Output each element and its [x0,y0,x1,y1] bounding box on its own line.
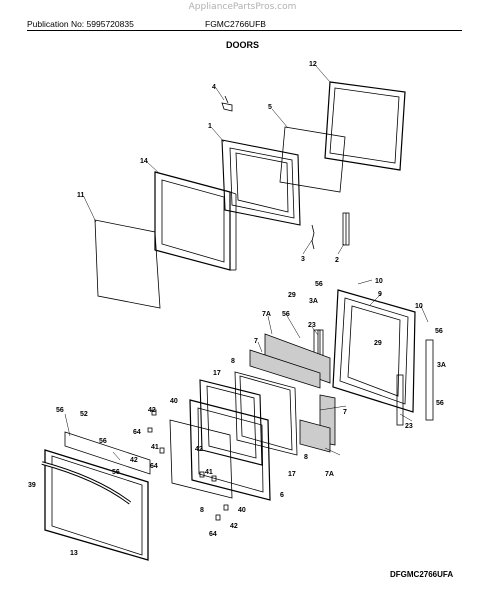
part-14-door-panel [154,171,237,271]
callout-5: 5 [268,104,272,111]
callout-11: 11 [77,192,85,199]
callout-12: 12 [309,61,317,68]
part-9-inner-liner [332,289,416,413]
part-23-hinge-lower [396,374,404,426]
callout-29-mid: 29 [374,340,382,347]
callout-8-upper: 8 [231,358,235,365]
part-11-glass [94,219,161,309]
model-number: FGMC2766UFB [205,19,266,29]
callout-56-top: 56 [315,281,323,288]
part-5-glass [279,126,346,193]
callout-42-upper: 42 [148,407,156,414]
callout-40-upper: 40 [170,398,178,405]
part-7-gasket [249,349,321,389]
callout-56-mid: 56 [282,311,290,318]
section-title: DOORS [225,40,259,50]
callout-41-upper: 41 [151,444,159,451]
callout-39: 39 [28,482,36,489]
callout-3A-top: 3A [309,298,318,305]
part-7A-insulation-lower [299,419,331,453]
callout-23-upper: 23 [308,322,316,329]
callout-7-right: 7 [343,409,347,416]
part-42-clip-a [151,409,157,416]
callout-52: 52 [80,411,88,418]
part-6-door-assembly [189,399,271,501]
callout-42-left: 42 [130,457,138,464]
part-8-glass-upper [234,371,298,456]
callout-56-right: 56 [435,328,443,335]
part-41-clip-a [159,447,165,454]
callout-41-lower: 41 [205,469,213,476]
part-2-hinge [342,212,350,246]
callout-2: 2 [335,257,339,264]
publication-number: Publication No: 5995720835 [27,19,134,29]
callout-9: 9 [378,291,382,298]
callout-56-right-lower: 56 [436,400,444,407]
part-41-clip-b [211,475,217,482]
callout-13: 13 [70,550,78,557]
part-3A-bracket-right [425,339,434,421]
callout-42-lower: 42 [230,523,238,530]
callout-8-lower-right: 8 [304,454,308,461]
diagram-code: DFGMC2766UFA [390,570,454,579]
callout-17-upper: 17 [213,370,221,377]
part-8-glass-lower [169,419,233,499]
part-4-bracket [221,95,233,112]
callout-64-upper: 64 [133,429,141,436]
callout-64-mid: 64 [150,463,158,470]
callout-10-top: 10 [375,278,383,285]
part-64-screw-b [215,514,221,521]
callout-8-lower: 8 [200,507,204,514]
callout-64-lower: 64 [209,531,217,538]
part-17-door-frame [199,379,263,466]
callout-6: 6 [280,492,284,499]
callout-29-top: 29 [288,292,296,299]
callout-14: 14 [140,158,148,165]
part-42-clip-b [199,471,205,478]
watermark: AppliancePartsPros.com [188,2,297,12]
callout-1: 1 [208,123,212,130]
callout-56-left-mid: 56 [99,438,107,445]
part-12-door-frame [324,81,406,171]
callout-7A-lower: 7A [325,471,334,478]
callout-labels: 12 4 5 1 14 11 3 2 10 56 29 3A 9 10 56 7… [28,61,446,557]
part-3-spring [311,224,315,250]
part-52-vent-trim [64,431,151,475]
callout-7A-upper: 7A [262,311,271,318]
callout-4: 4 [212,84,216,91]
callout-42-mid: 42 [195,446,203,453]
callout-23-lower: 23 [405,423,413,430]
part-1-door-liner [221,139,301,226]
leader-lines [64,65,429,461]
callout-3A-right: 3A [437,362,446,369]
part-64-screw-a [147,427,153,433]
callout-7-upper: 7 [254,338,258,345]
part-42-clip-c [223,504,229,511]
callout-56-bottom: 56 [112,469,120,476]
callout-17-lower: 17 [288,471,296,478]
part-13-outer-door [44,449,149,561]
callout-56-left: 56 [56,407,64,414]
callout-40-lower: 40 [238,507,246,514]
callout-10-right: 10 [415,303,423,310]
callout-3: 3 [301,256,305,263]
header-rule [27,30,462,31]
